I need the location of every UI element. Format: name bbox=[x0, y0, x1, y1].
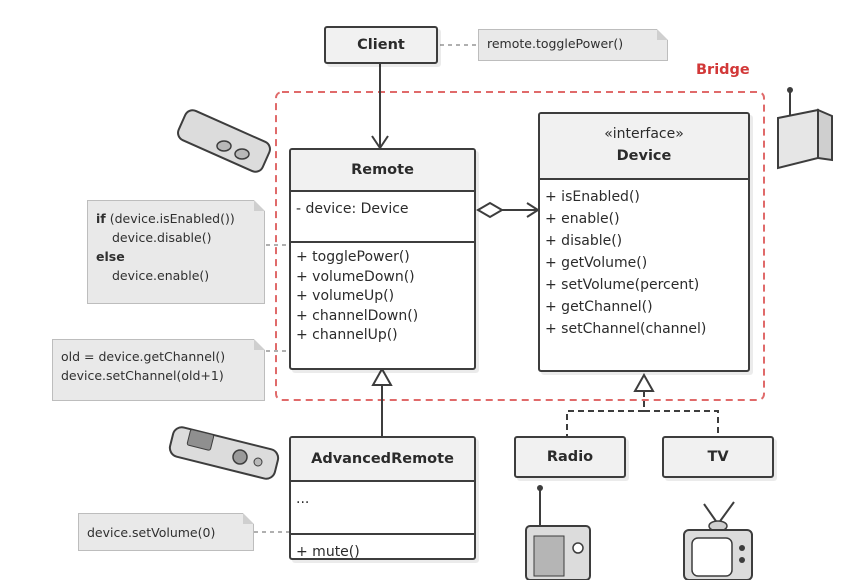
advanced-remote-name: AdvancedRemote bbox=[311, 451, 454, 467]
advanced-remote-field: ... bbox=[296, 491, 310, 507]
remote-method: + channelUp() bbox=[296, 327, 398, 343]
device-method: + isEnabled() bbox=[545, 189, 640, 205]
bridge-label: Bridge bbox=[696, 62, 750, 78]
device-box-illustration bbox=[777, 87, 833, 170]
client-class-name: Client bbox=[357, 37, 405, 53]
remote-method: + togglePower() bbox=[296, 249, 410, 265]
device-method: + enable() bbox=[545, 211, 620, 227]
remote-class-header: Remote bbox=[291, 150, 474, 190]
channel-note-line1: old = device.getChannel() bbox=[61, 349, 226, 364]
advanced-remote-method: + mute() bbox=[296, 544, 360, 560]
remote-method: + channelDown() bbox=[296, 307, 419, 324]
radio-class[interactable]: Radio bbox=[514, 436, 626, 478]
device-method: + setVolume(percent) bbox=[545, 277, 700, 293]
channel-up-note: old = device.getChannel() device.setChan… bbox=[52, 339, 265, 401]
remote-method: + volumeUp() bbox=[296, 288, 395, 304]
advanced-remote-header: AdvancedRemote bbox=[291, 438, 474, 480]
remote-class[interactable]: Remote - device: Device + togglePower() … bbox=[289, 148, 476, 370]
radio-illustration bbox=[525, 485, 591, 580]
device-method: + getVolume() bbox=[545, 255, 648, 271]
client-class[interactable]: Client bbox=[324, 26, 438, 64]
channel-note-line2: device.setChannel(old+1) bbox=[61, 368, 224, 383]
tv-illustration bbox=[683, 501, 753, 580]
tv-class[interactable]: TV bbox=[662, 436, 774, 478]
device-interface[interactable]: «interface» Device + isEnabled() + enabl… bbox=[538, 112, 750, 372]
radio-class-name: Radio bbox=[546, 449, 594, 465]
client-note: remote.togglePower() bbox=[478, 29, 668, 61]
realization-arrowhead bbox=[633, 372, 655, 392]
realization-lines-tv bbox=[644, 410, 719, 436]
note-line-enable: device.enable() bbox=[112, 268, 210, 283]
mute-note: device.setVolume(0) bbox=[78, 513, 254, 551]
device-interface-header: «interface» Device bbox=[540, 114, 748, 178]
note-keyword-else: else bbox=[96, 249, 125, 264]
inheritance-arrowhead bbox=[371, 366, 393, 386]
advanced-remote-fields: ... bbox=[291, 480, 474, 533]
client-note-text: remote.togglePower() bbox=[487, 36, 624, 51]
device-interface-name: Device bbox=[616, 148, 672, 164]
realization-lines bbox=[566, 391, 645, 436]
note-condition: (device.isEnabled()) bbox=[105, 211, 235, 226]
device-stereotype: «interface» bbox=[604, 126, 684, 142]
device-method: + getChannel() bbox=[545, 299, 653, 315]
remote-field: - device: Device bbox=[296, 201, 409, 217]
remote-control-illustration bbox=[177, 109, 271, 173]
note-keyword-if: if bbox=[96, 211, 106, 226]
device-method: + setChannel(channel) bbox=[545, 321, 707, 337]
remote-class-name: Remote bbox=[351, 162, 414, 178]
device-methods: + isEnabled() + enable() + disable() + g… bbox=[540, 178, 748, 343]
device-method: + disable() bbox=[545, 233, 623, 249]
advanced-remote-class[interactable]: AdvancedRemote ... + mute() bbox=[289, 436, 476, 560]
aggregation-diamond bbox=[476, 201, 504, 219]
mute-note-text: device.setVolume(0) bbox=[87, 525, 216, 540]
remote-fields: - device: Device bbox=[291, 190, 474, 241]
remote-methods: + togglePower() + volumeDown() + volumeU… bbox=[291, 241, 474, 349]
note-line-disable: device.disable() bbox=[112, 230, 212, 245]
tv-class-name: TV bbox=[707, 449, 729, 465]
toggle-power-note: if (device.isEnabled()) device.disable()… bbox=[87, 200, 265, 304]
advanced-remote-methods: + mute() bbox=[291, 533, 474, 560]
advanced-remote-illustration bbox=[168, 426, 280, 480]
remote-method: + volumeDown() bbox=[296, 268, 415, 285]
